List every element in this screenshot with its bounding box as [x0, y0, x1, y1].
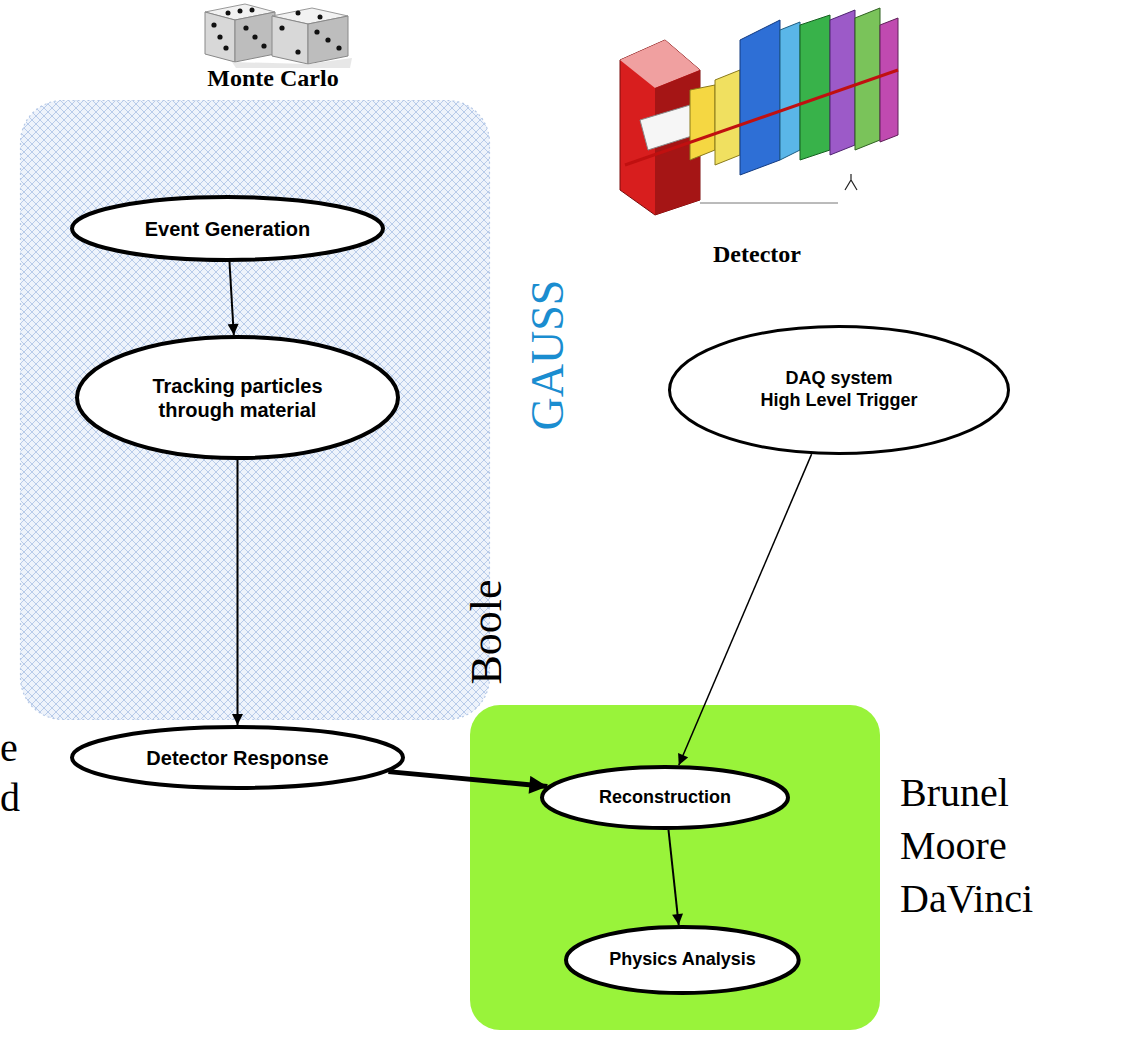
node-label: Detector Response	[146, 746, 328, 770]
flow-arrow	[237, 460, 239, 725]
picture-caption: Detector	[713, 242, 801, 266]
node-label: DAQ system	[785, 368, 892, 390]
dice-picture	[205, 4, 352, 68]
program-name: GAUSS	[525, 280, 571, 431]
node-label: Event Generation	[145, 217, 311, 241]
program-names: Brunel Moore DaVinci	[900, 767, 1033, 925]
node-label: High Level Trigger	[760, 390, 917, 412]
detector-picture	[620, 8, 900, 215]
process-ellipse: Detector Response	[70, 725, 405, 790]
monte-carlo-region: GAUSSEvent GenerationTracking particles …	[20, 100, 490, 720]
process-ellipse: Event Generation	[70, 195, 385, 262]
reconstruction-region: Brunel Moore DaVinciReconstructionPhysic…	[470, 705, 880, 1030]
process-ellipse: Reconstruction	[540, 765, 790, 830]
node-label: Tracking particles through material	[138, 374, 338, 422]
picture-caption: Monte Carlo	[207, 66, 338, 90]
process-ellipse: Tracking particles through material	[75, 335, 400, 460]
cut-off-text: e	[0, 728, 18, 768]
process-ellipse: DAQ systemHigh Level Trigger	[668, 325, 1010, 455]
node-label: Physics Analysis	[609, 949, 755, 971]
program-name: Boole	[465, 579, 509, 684]
cut-off-text: d	[0, 778, 20, 818]
node-label: Reconstruction	[599, 787, 731, 809]
ellipse-outline	[75, 335, 400, 460]
process-ellipse: Physics Analysis	[564, 925, 801, 995]
